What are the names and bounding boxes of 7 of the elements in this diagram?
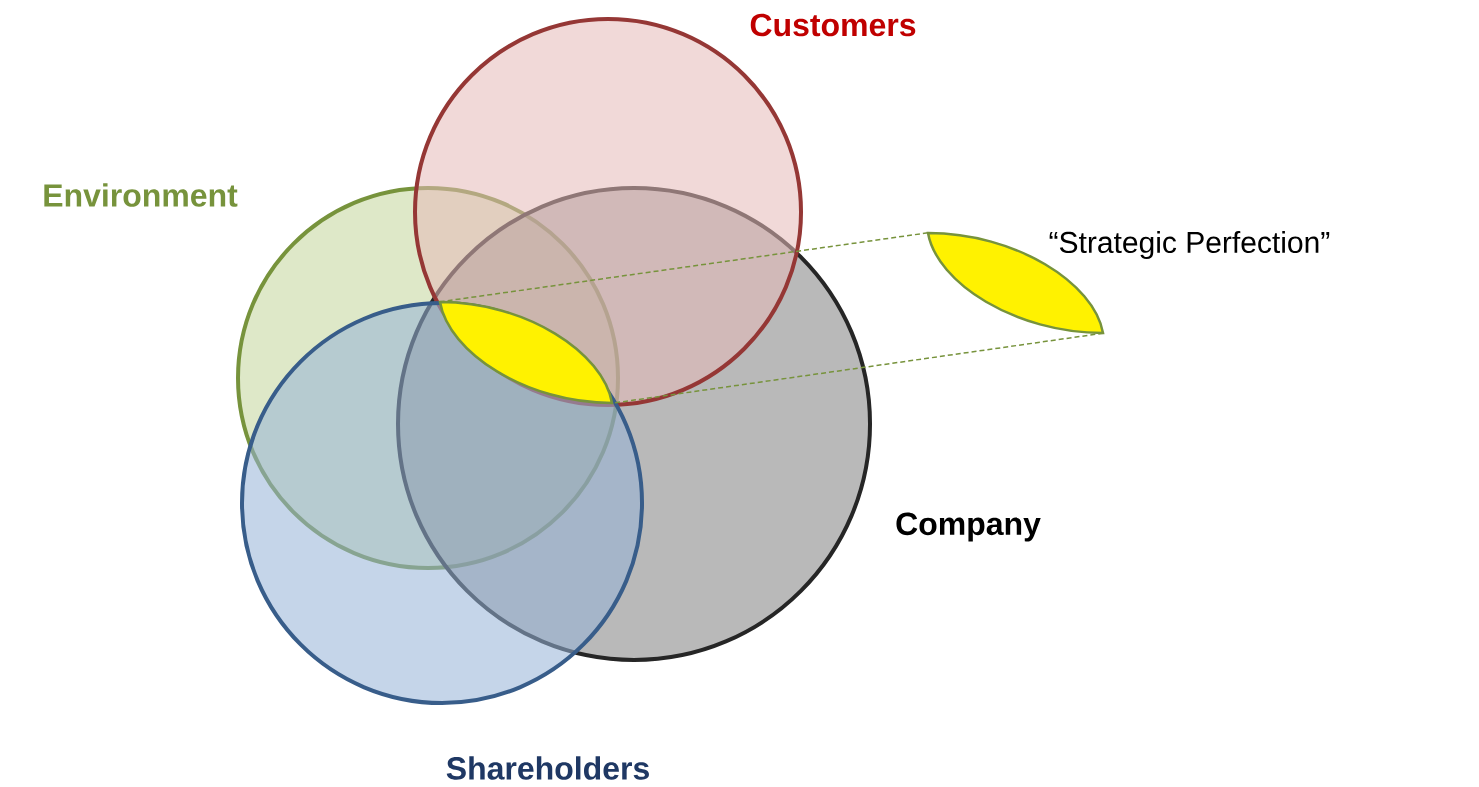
leader-line [439, 232, 929, 303]
circle-label: Customers [750, 13, 916, 37]
circle-label: Shareholders [446, 756, 649, 780]
circle-label: Environment [44, 183, 238, 207]
lens-shape [438, 300, 614, 405]
caption-text: “Strategic Perfection” [1049, 231, 1330, 259]
circle-label: Company [896, 512, 1041, 542]
